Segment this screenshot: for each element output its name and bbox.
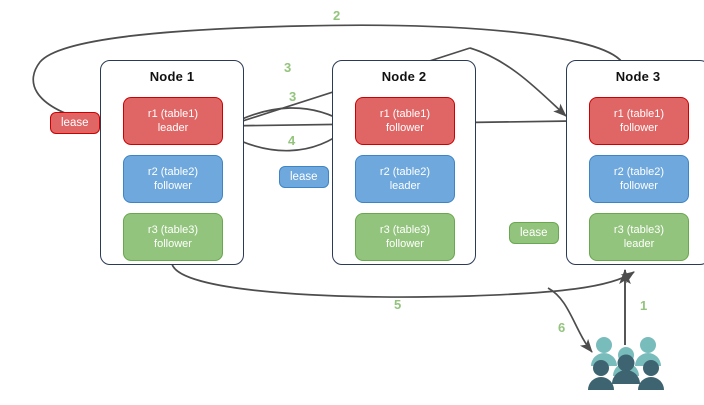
step-label-2: 2 — [333, 8, 341, 23]
node-3-replica-r3-role: leader — [623, 238, 655, 250]
node-1-replica-r3-role: follower — [154, 238, 192, 250]
node-3-replica-r2-role: follower — [620, 180, 658, 192]
node-1-replica-r2-label: r2 (table2) — [147, 166, 199, 178]
node-1-replica-r2[interactable]: r2 (table2) follower — [123, 155, 223, 203]
node-2-replica-r2-label: r2 (table2) — [379, 166, 431, 178]
node-1-replica-r1-role: leader — [157, 122, 189, 134]
step-label-1: 1 — [640, 298, 648, 313]
node-1-replica-r1-label: r1 (table1) — [147, 108, 199, 120]
step-label-3a: 3 — [284, 60, 292, 75]
node-2-replica-r1-label: r1 (table1) — [379, 108, 431, 120]
node-3-replica-r2[interactable]: r2 (table2) follower — [589, 155, 689, 203]
edge-step-3-long — [469, 47, 567, 117]
node-1-replica-r2-role: follower — [154, 180, 192, 192]
node-2-replica-r3-role: follower — [386, 238, 424, 250]
node-3-title: Node 3 — [615, 69, 661, 84]
node-2-title: Node 2 — [381, 69, 427, 84]
node-1[interactable]: Node 1 r1 (table1) leader r2 (table2) fo… — [100, 60, 244, 265]
node-2-replica-r3[interactable]: r3 (table3) follower — [355, 213, 455, 261]
node-3-replica-r1-role: follower — [620, 122, 658, 134]
lease-badge-red[interactable]: lease — [50, 112, 100, 134]
node-3-replica-r3[interactable]: r3 (table3) leader — [589, 213, 689, 261]
node-1-replica-r3-label: r3 (table3) — [147, 224, 199, 236]
edge-step-6 — [547, 287, 593, 353]
node-1-replica-r3[interactable]: r3 (table3) follower — [123, 213, 223, 261]
node-2-replica-r1-role: follower — [386, 122, 424, 134]
node-1-replica-r1[interactable]: r1 (table1) leader — [123, 97, 223, 145]
node-3-replica-r1[interactable]: r1 (table1) follower — [589, 97, 689, 145]
node-3-replica-r1-label: r1 (table1) — [613, 108, 665, 120]
step-label-5: 5 — [394, 297, 402, 312]
node-2-replica-r3-label: r3 (table3) — [379, 224, 431, 236]
node-2[interactable]: Node 2 r1 (table1) follower r2 (table2) … — [332, 60, 476, 265]
lease-badge-green[interactable]: lease — [509, 222, 559, 244]
node-3-replica-r2-label: r2 (table2) — [613, 166, 665, 178]
node-2-replica-r1[interactable]: r1 (table1) follower — [355, 97, 455, 145]
step-label-6: 6 — [558, 320, 566, 335]
users-icon — [588, 337, 664, 390]
node-2-replica-r2[interactable]: r2 (table2) leader — [355, 155, 455, 203]
node-3-replica-r3-label: r3 (table3) — [613, 224, 665, 236]
step-label-3b: 3 — [289, 89, 297, 104]
node-1-title: Node 1 — [149, 69, 195, 84]
step-label-4: 4 — [288, 133, 296, 148]
lease-badge-blue[interactable]: lease — [279, 166, 329, 188]
node-3[interactable]: Node 3 r1 (table1) follower r2 (table2) … — [566, 60, 704, 265]
node-2-replica-r2-role: leader — [389, 180, 421, 192]
edge-step-5 — [171, 263, 635, 298]
